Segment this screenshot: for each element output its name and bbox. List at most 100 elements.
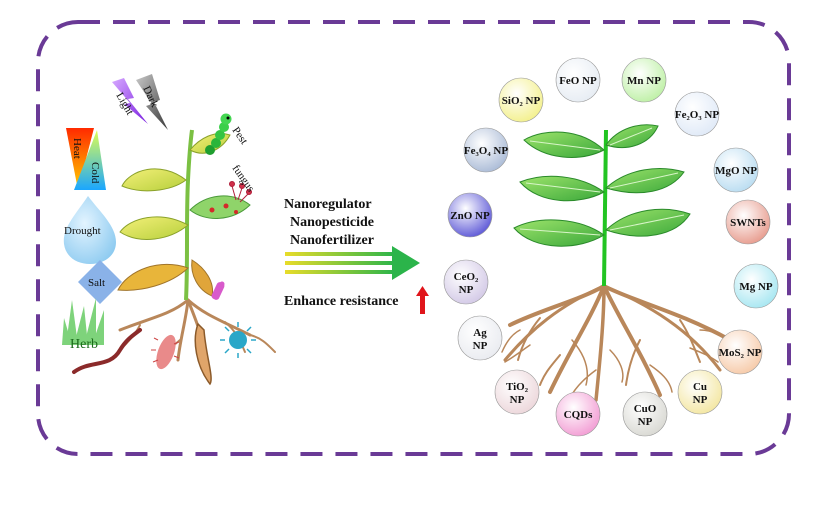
nanoparticle-fe3o4: Fe₃O₄ NP bbox=[463, 127, 509, 173]
nanoparticle-circle bbox=[674, 91, 720, 137]
stressed-plant-stem bbox=[184, 129, 194, 301]
cold-label: Cold bbox=[89, 162, 101, 184]
salt-diamond-icon bbox=[78, 260, 122, 304]
dark-bolt-icon bbox=[136, 74, 168, 130]
nanoparticle-circle bbox=[555, 391, 601, 437]
nanoparticle-cqds: CQDs bbox=[555, 391, 601, 437]
nanoparticle-label: Mn NP bbox=[627, 75, 661, 87]
nanoparticle-circle bbox=[463, 127, 509, 173]
nanopesticide-label: Nanopesticide bbox=[290, 215, 374, 230]
nanoparticle-label: Fe₃O₄ NP bbox=[464, 145, 508, 157]
enhance-resistance-label: Enhance resistance bbox=[284, 294, 398, 309]
drought-drop-icon bbox=[63, 196, 116, 264]
middle-panel: Nanoregulator Nanopesticide Nanofertiliz… bbox=[284, 197, 429, 314]
nanoparticle-circle bbox=[498, 77, 544, 123]
light-label: Light bbox=[113, 91, 135, 118]
nanoparticle-circle bbox=[457, 315, 503, 361]
nanoparticle-fe2o3: Fe₂O₃ NP bbox=[674, 91, 720, 137]
heat-triangle-icon bbox=[66, 128, 94, 190]
herb-grass-icon bbox=[62, 298, 104, 345]
leaf-veins bbox=[519, 127, 685, 236]
nanoparticle-label: Mg NP bbox=[739, 281, 773, 293]
nanoparticle-feo: FeO NP bbox=[555, 57, 601, 103]
nanoparticle-circle bbox=[555, 57, 601, 103]
nanoparticle-circle bbox=[713, 147, 759, 193]
fungus-spot bbox=[234, 210, 238, 214]
nanoparticle-zno: ZnO NP bbox=[447, 192, 493, 238]
nanoparticle-swnts: SWNTs bbox=[725, 199, 771, 245]
transition-arrow bbox=[285, 246, 420, 280]
fungus-spores bbox=[229, 181, 252, 203]
nematode-icon bbox=[194, 322, 212, 386]
nanoparticle-bubbles: SiO₂ NP FeO NP Mn NP Fe₂O₃ NP Fe₃O₄ NP MgO NP… bbox=[443, 57, 779, 437]
fungus-spot bbox=[223, 203, 229, 209]
bacterium-icon bbox=[151, 334, 180, 370]
up-arrow-icon bbox=[416, 286, 429, 314]
green-leaf bbox=[523, 131, 605, 158]
wilted-leaf bbox=[117, 264, 189, 291]
fungus-spot bbox=[209, 207, 215, 213]
nanoparticle-circle bbox=[733, 263, 779, 309]
healthy-plant-roots bbox=[501, 284, 736, 402]
nanoparticle-circle bbox=[447, 192, 493, 238]
herb-label: Herb bbox=[70, 337, 98, 352]
nanoparticle-circle bbox=[622, 391, 668, 437]
nanoparticle-circle bbox=[725, 199, 771, 245]
nanoparticle-label: SWNTs bbox=[730, 217, 766, 229]
nanoparticle-mgo: MgO NP bbox=[713, 147, 759, 193]
earthworm-icon bbox=[72, 328, 142, 374]
nanoparticle-label: SiO₂ NP bbox=[502, 95, 541, 107]
virus-icon bbox=[220, 322, 256, 358]
nanoparticle-label: ZnO NP bbox=[450, 210, 490, 222]
drought-label: Drought bbox=[64, 225, 101, 237]
nanoparticle-label: MgO NP bbox=[715, 165, 757, 177]
nanoparticle-mg: Mg NP bbox=[733, 263, 779, 309]
yellow-leaf bbox=[119, 216, 189, 240]
cold-triangle-icon bbox=[74, 130, 106, 190]
caterpillar-pest-icon bbox=[205, 113, 232, 155]
nanoparticle-label: CQDs bbox=[564, 409, 593, 421]
dark-label: Dark bbox=[140, 84, 160, 109]
pest-label: Pest bbox=[230, 125, 250, 147]
healthy-leaves bbox=[513, 124, 691, 247]
healthy-plant-stem bbox=[602, 129, 608, 287]
nanoparticle-circle bbox=[717, 329, 763, 375]
nanoparticle-label: MoS₂ NP bbox=[719, 347, 762, 359]
green-leaf bbox=[519, 175, 605, 202]
fungus-infected-leaf bbox=[189, 195, 251, 219]
yellow-leaf bbox=[121, 168, 187, 192]
insect-larva-icon bbox=[211, 281, 225, 300]
fungus-label: fungus bbox=[230, 163, 257, 194]
nanoparticle-circle bbox=[443, 259, 489, 305]
stressed-plant-panel: Light Dark Heat Cold Drought Salt Herb P… bbox=[62, 74, 276, 386]
nanoparticle-circle bbox=[621, 57, 667, 103]
nanoparticle-sio2: SiO₂ NP bbox=[498, 77, 544, 123]
green-leaf bbox=[513, 219, 605, 247]
nanoregulator-label: Nanoregulator bbox=[284, 197, 372, 212]
wilted-leaf bbox=[191, 259, 214, 297]
dashed-border bbox=[36, 20, 791, 456]
nanoparticle-circle bbox=[677, 369, 723, 415]
nanoparticle-label: FeO NP bbox=[559, 75, 597, 87]
heat-label: Heat bbox=[71, 138, 83, 159]
nanofertilizer-label: Nanofertilizer bbox=[290, 233, 374, 248]
nanoparticle-mos2: MoS₂ NP bbox=[717, 329, 763, 375]
salt-label: Salt bbox=[88, 277, 105, 289]
nanoparticle-label: Fe₂O₃ NP bbox=[675, 109, 719, 121]
light-bolt-icon bbox=[112, 78, 148, 124]
nanoparticle-mn: Mn NP bbox=[621, 57, 667, 103]
nanoparticle-circle bbox=[494, 369, 540, 415]
healthy-plant-panel: SiO₂ NP FeO NP Mn NP Fe₂O₃ NP Fe₃O₄ NP MgO NP… bbox=[443, 57, 779, 437]
